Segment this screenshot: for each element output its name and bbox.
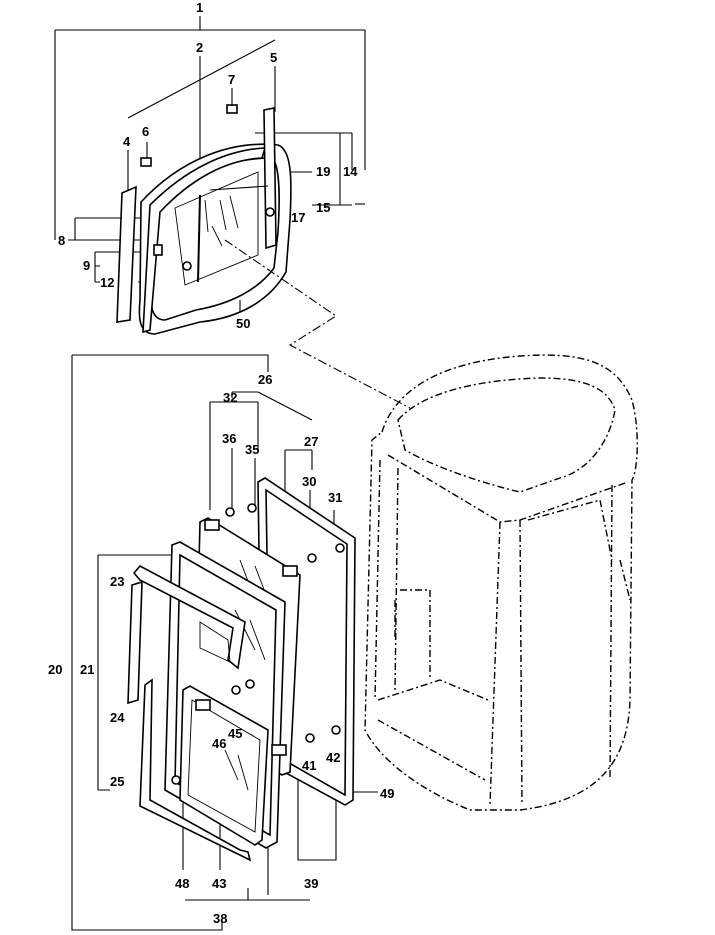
label-12: 12 <box>100 275 114 290</box>
label-31: 31 <box>328 490 342 505</box>
part-number-labels: 1 2 4 5 6 7 8 9 12 14 15 17 19 20 21 23 … <box>48 0 394 926</box>
label-5: 5 <box>270 50 277 65</box>
small-glass-23 <box>199 621 231 663</box>
label-17: 17 <box>291 210 305 225</box>
cab-floor <box>377 679 489 781</box>
label-24: 24 <box>110 710 125 725</box>
channel-5 <box>263 107 277 250</box>
label-36: 36 <box>222 431 236 446</box>
label-2: 2 <box>196 40 203 55</box>
label-43: 43 <box>212 876 226 891</box>
stopper-32 <box>204 519 220 531</box>
screw-36 <box>225 507 235 517</box>
label-50: 50 <box>236 316 250 331</box>
stopper-39 <box>271 744 287 756</box>
label-41: 41 <box>302 758 316 773</box>
window-divider-2 <box>197 194 201 283</box>
label-32: 32 <box>223 390 237 405</box>
label-48: 48 <box>175 876 189 891</box>
label-42: 42 <box>326 750 340 765</box>
label-14: 14 <box>343 164 358 179</box>
label-19: 19 <box>316 164 330 179</box>
label-15: 15 <box>316 200 330 215</box>
window-glass <box>174 171 259 286</box>
label-8: 8 <box>58 233 65 248</box>
leader-14-19 <box>255 132 353 219</box>
label-26: 26 <box>258 372 272 387</box>
label-9: 9 <box>83 258 90 273</box>
label-23: 23 <box>110 574 124 589</box>
cab-rear-pillar <box>374 459 399 701</box>
cab-side-window <box>527 499 631 601</box>
stopper-6 <box>140 157 152 167</box>
stopper-7 <box>226 104 238 114</box>
leader-19-line <box>209 185 269 191</box>
cab-roof-window <box>397 377 616 493</box>
label-35: 35 <box>245 442 259 457</box>
screw-31 <box>335 543 345 553</box>
bolt-12 <box>182 261 192 271</box>
label-27: 27 <box>304 434 318 449</box>
label-39: 39 <box>304 876 318 891</box>
screw-30 <box>307 553 317 563</box>
cab-seat-frame <box>394 589 431 680</box>
screw-42 <box>331 725 341 735</box>
screw-35 <box>247 503 257 513</box>
leader-1 <box>54 16 366 240</box>
bolt-25 <box>171 775 181 785</box>
cab-body <box>364 354 638 811</box>
label-20: 20 <box>48 662 62 677</box>
frame-25 <box>139 678 252 862</box>
leader-20 <box>71 354 269 931</box>
label-30: 30 <box>302 474 316 489</box>
reference-line-upper <box>224 239 411 409</box>
leader-21 <box>97 554 172 791</box>
leader-4-5 <box>127 39 276 190</box>
bolt-17 <box>265 207 275 217</box>
cab-front-pillar <box>489 521 501 806</box>
upper-window-assembly <box>54 16 366 335</box>
clip-9 <box>153 244 163 256</box>
cab-side-pillars <box>519 484 613 806</box>
label-38: 38 <box>213 911 227 926</box>
label-45: 45 <box>228 726 242 741</box>
label-46: 46 <box>212 736 226 751</box>
cab-roof-edge <box>387 454 629 523</box>
label-21: 21 <box>80 662 94 677</box>
glass-glare-21 <box>234 609 266 661</box>
lower-window-assembly <box>71 354 378 931</box>
rubber-strip-4 <box>116 185 137 323</box>
label-25: 25 <box>110 774 124 789</box>
label-4: 4 <box>123 134 131 149</box>
leader-35-36 <box>231 448 256 510</box>
glass-glare-lower <box>224 749 249 791</box>
screw-46 <box>231 685 241 695</box>
leader-26 <box>231 391 313 421</box>
leader-8 <box>68 217 145 241</box>
leader-32 <box>209 401 259 510</box>
stopper-48 <box>195 699 211 711</box>
glass-glare <box>204 195 239 247</box>
lower-glass <box>187 699 261 833</box>
screw-41 <box>305 733 315 743</box>
stopper-27 <box>282 565 298 577</box>
lower-sash-43 <box>179 685 269 846</box>
strip-24 <box>127 580 143 705</box>
label-1: 1 <box>196 0 203 15</box>
label-7: 7 <box>228 72 235 87</box>
cab-outline <box>364 354 638 811</box>
sash-frame-8 <box>142 147 267 334</box>
screw-45 <box>245 679 255 689</box>
leader-38 <box>185 888 310 901</box>
label-49: 49 <box>380 786 394 801</box>
label-6: 6 <box>142 124 149 139</box>
rubber-23 <box>132 564 246 670</box>
